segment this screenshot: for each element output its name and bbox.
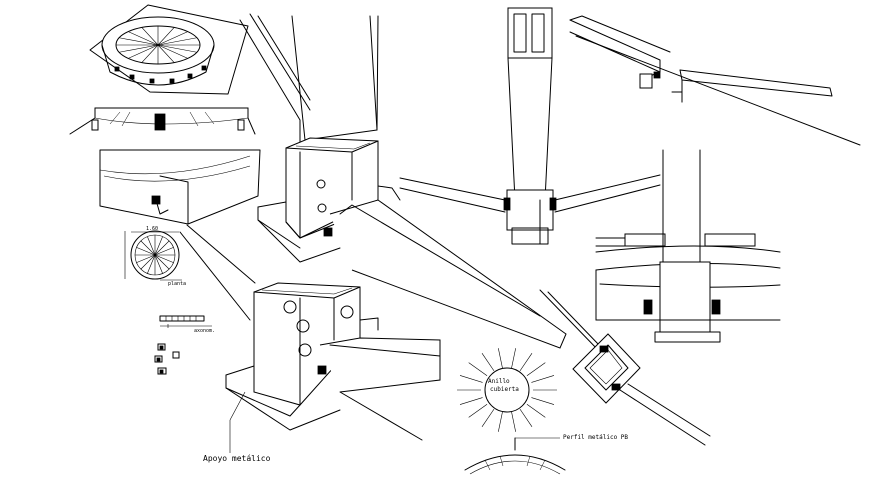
beam-splice-view xyxy=(569,15,861,146)
plate-connection-detail xyxy=(539,289,711,446)
roof-section-view xyxy=(69,107,256,135)
roof-perspective-view xyxy=(99,149,261,225)
roof-axonometric-view xyxy=(89,4,249,95)
dimension-strip xyxy=(159,315,212,328)
column-base-perspective-large xyxy=(239,13,567,349)
roof-plan-detail xyxy=(124,230,182,281)
label-axonom: axonom. xyxy=(194,328,216,334)
label-dimension-160: 1.60 xyxy=(146,226,159,232)
label-perfil-metalico: Perfil metálico PB xyxy=(563,434,629,441)
ring-plan-detail xyxy=(457,348,557,432)
label-planta: planta xyxy=(168,281,187,287)
label-anillo: Anillo xyxy=(488,378,510,385)
column-base-perspective-small xyxy=(179,224,441,453)
column-roof-ring-section xyxy=(595,149,781,343)
label-cubierta: cubierta xyxy=(490,386,519,393)
column-beam-joint-view xyxy=(399,7,661,245)
small-connector-details xyxy=(154,343,180,375)
profile-arc-detail xyxy=(464,437,566,475)
label-apoyo-metalico: Apoyo metálico xyxy=(203,454,271,463)
